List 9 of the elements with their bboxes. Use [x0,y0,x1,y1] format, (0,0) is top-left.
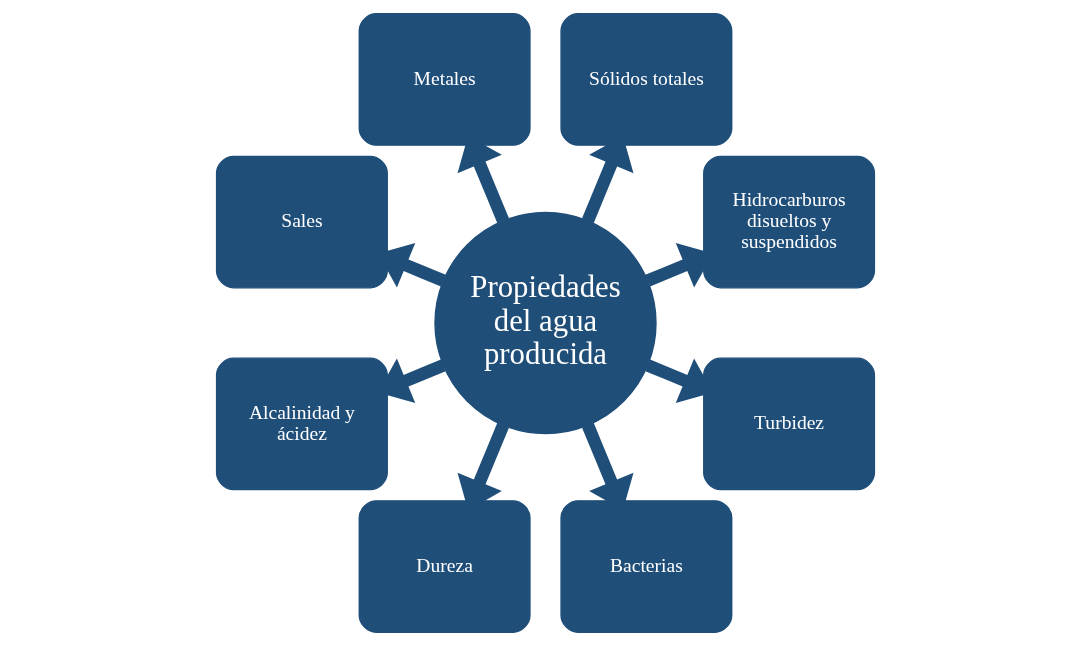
node-box: Alcalinidad y ácidez [215,357,388,491]
node-box: Dureza [358,500,531,634]
node-box: Turbidez [703,357,876,491]
node-circle: Propiedades del agua producida [434,211,657,435]
node-box: Metales [358,13,531,146]
node-box: Sólidos totales [560,13,733,146]
node-box: Hidrocarburos disueltos y suspendidos [703,155,876,289]
node-box: Sales [215,155,388,289]
node-box: Bacterias [560,500,733,634]
